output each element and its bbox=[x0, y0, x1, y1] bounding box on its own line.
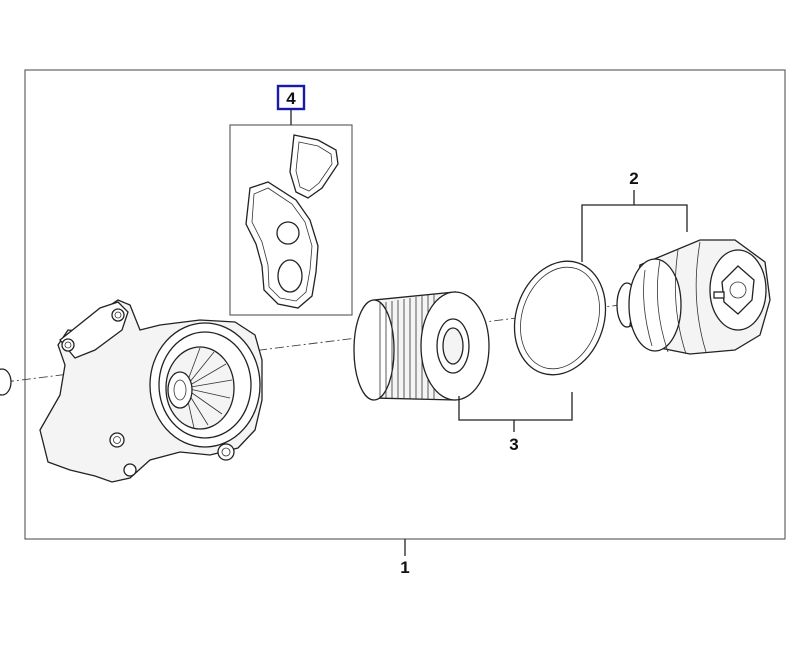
oil-filter-housing-icon[interactable] bbox=[0, 299, 263, 483]
callout-4[interactable]: 4 bbox=[286, 89, 296, 108]
leader-2 bbox=[581, 190, 688, 262]
gasket-set-icon[interactable] bbox=[245, 134, 339, 309]
oil-filter-cap-icon[interactable] bbox=[616, 239, 771, 355]
leader-3 bbox=[458, 392, 573, 432]
callout-4-selection-box bbox=[276, 84, 306, 111]
filter-element-and-o-ring-icon[interactable] bbox=[353, 249, 620, 401]
callout-3[interactable]: 3 bbox=[509, 435, 518, 454]
callout-1[interactable]: 1 bbox=[400, 558, 409, 577]
callout-2[interactable]: 2 bbox=[629, 169, 638, 188]
